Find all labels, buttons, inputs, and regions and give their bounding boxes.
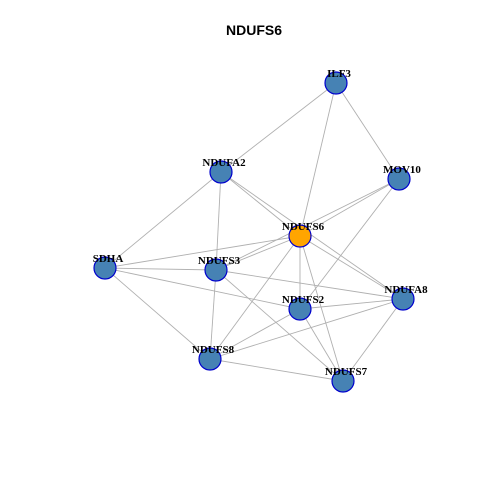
edge-ndufs8-ndufs7 — [209, 358, 344, 382]
edge-ilf3-mov10 — [335, 82, 400, 180]
node-circle[interactable] — [288, 224, 312, 248]
edge-mov10-ndufs6 — [299, 178, 400, 237]
node-ndufa2[interactable]: NDUFA2 — [202, 157, 246, 184]
node-circle[interactable] — [387, 167, 411, 191]
edge-ndufs6-ndufa8 — [299, 235, 404, 300]
edge-ndufs6-ndufs7 — [299, 235, 344, 382]
node-circle[interactable] — [93, 256, 117, 280]
edge-mov10-ndufs2 — [299, 178, 400, 310]
node-label: NDUFA2 — [202, 157, 246, 169]
edge-ndufs6-sdha — [104, 235, 301, 269]
node-ndufa8[interactable]: NDUFA8 — [384, 284, 428, 311]
edge-ndufa2-ndufs3 — [215, 171, 222, 271]
edge-sdha-ndufs8 — [104, 267, 211, 360]
node-label: SDHA — [93, 253, 124, 265]
edge-ndufa2-sdha — [104, 171, 222, 269]
node-circle[interactable] — [204, 258, 228, 282]
node-label: NDUFS7 — [325, 366, 368, 378]
edge-ndufa2-ndufs6 — [220, 171, 301, 237]
edge-ndufs6-ndufs3 — [215, 235, 301, 271]
node-sdha[interactable]: SDHA — [93, 253, 124, 280]
edge-ndufa8-ndufs8 — [209, 298, 404, 360]
edge-sdha-ndufs3 — [104, 267, 217, 271]
node-label: MOV10 — [383, 164, 421, 176]
node-ndufs6[interactable]: NDUFS6 — [282, 221, 325, 248]
node-ndufs8[interactable]: NDUFS8 — [192, 344, 235, 371]
node-circle[interactable] — [331, 369, 355, 393]
edge-ndufs3-ndufa8 — [215, 269, 404, 300]
node-label: NDUFS3 — [198, 255, 241, 267]
node-circle[interactable] — [198, 347, 222, 371]
node-mov10[interactable]: MOV10 — [383, 164, 421, 191]
edge-ndufs2-ndufs8 — [209, 308, 301, 360]
node-label: ILF3 — [327, 68, 351, 80]
edge-ilf3-ndufa2 — [220, 82, 337, 173]
edge-ilf3-ndufs6 — [299, 82, 337, 237]
edge-ndufs6-ndufs8 — [209, 235, 301, 360]
node-ilf3[interactable]: ILF3 — [324, 68, 351, 95]
node-circle[interactable] — [391, 287, 415, 311]
edge-ndufs3-ndufs8 — [209, 269, 217, 360]
edge-ndufs2-ndufa8 — [299, 298, 404, 310]
node-circle[interactable] — [288, 297, 312, 321]
graph-title: NDUFS6 — [226, 22, 282, 38]
edge-ndufs3-ndufs7 — [215, 269, 344, 382]
node-ndufs3[interactable]: NDUFS3 — [198, 255, 241, 282]
node-ndufs7[interactable]: NDUFS7 — [325, 366, 368, 393]
node-circle[interactable] — [209, 160, 233, 184]
edge-ndufa2-ndufa8 — [220, 171, 404, 300]
edge-ndufs2-ndufs7 — [299, 308, 344, 382]
node-label: NDUFS8 — [192, 344, 235, 356]
edge-layer — [104, 82, 404, 382]
edge-sdha-ndufs2 — [104, 267, 301, 310]
node-label: NDUFA8 — [384, 284, 428, 296]
node-ndufs2[interactable]: NDUFS2 — [282, 294, 325, 321]
node-label: NDUFS2 — [282, 294, 325, 306]
node-circle[interactable] — [324, 71, 348, 95]
edge-ndufa8-ndufs7 — [342, 298, 404, 382]
edge-mov10-ndufs3 — [215, 178, 400, 271]
node-label: NDUFS6 — [282, 221, 325, 233]
